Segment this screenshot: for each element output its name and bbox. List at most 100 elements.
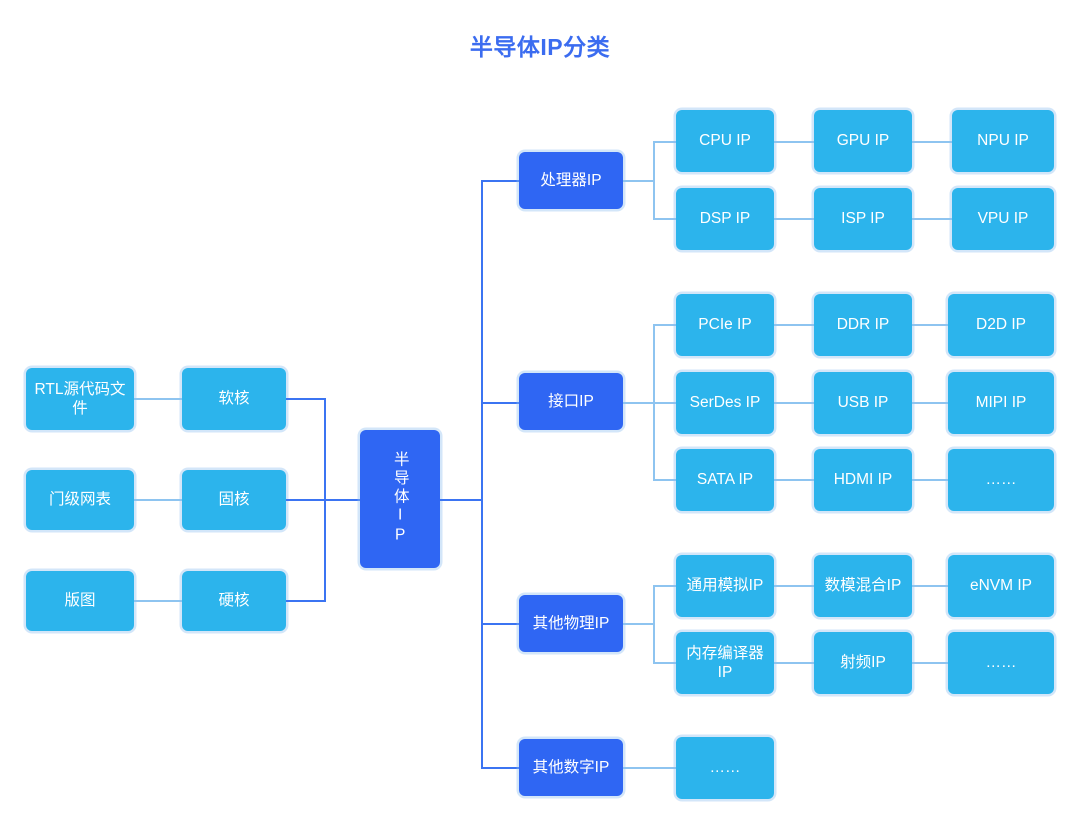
connector-right-trunk-vertical	[481, 180, 483, 769]
node-label: 数模混合IP	[824, 577, 902, 595]
connector-serdes-usb	[774, 402, 814, 404]
node-source-netlist[interactable]: 门级网表	[26, 470, 134, 530]
node-label: GPU IP	[836, 132, 890, 150]
node-sata-ip[interactable]: SATA IP	[676, 449, 774, 511]
node-usb-ip[interactable]: USB IP	[814, 372, 912, 434]
node-isp-ip[interactable]: ISP IP	[814, 188, 912, 250]
node-digital-more[interactable]: ……	[676, 737, 774, 799]
node-source-layout[interactable]: 版图	[26, 571, 134, 631]
node-category-processor[interactable]: 处理器IP	[519, 152, 623, 209]
connector-pcie-ddr	[774, 324, 814, 326]
connector-processor-bracket	[653, 141, 655, 219]
connector-analog-mixed	[774, 585, 814, 587]
connector-source-core-3	[134, 600, 182, 602]
node-mixed-signal-ip[interactable]: 数模混合IP	[814, 555, 912, 617]
connector-root-trunk-right	[440, 499, 482, 501]
node-label: CPU IP	[699, 132, 751, 150]
node-label: ……	[709, 759, 741, 777]
connector-trunk-processor	[481, 180, 519, 182]
node-label: 射频IP	[840, 654, 886, 672]
node-label: USB IP	[837, 394, 889, 412]
node-label: 版图	[64, 592, 96, 610]
connector-cpu-gpu	[774, 141, 814, 143]
connector-isp-vpu	[912, 218, 952, 220]
connector-sata-hdmi	[774, 479, 814, 481]
node-label: SATA IP	[696, 471, 754, 489]
connector-physical-stub	[623, 623, 654, 625]
connector-core-trunk-1	[286, 398, 326, 400]
node-label: ……	[985, 471, 1017, 489]
node-pcie-ip[interactable]: PCIe IP	[676, 294, 774, 356]
node-core-soft[interactable]: 软核	[182, 368, 286, 430]
node-label: MIPI IP	[975, 394, 1027, 412]
node-ddr-ip[interactable]: DDR IP	[814, 294, 912, 356]
connector-physical-bracket	[653, 585, 655, 663]
node-label: 软核	[218, 390, 250, 408]
connector-digital-more	[623, 767, 676, 769]
connector-interface-row-2	[653, 402, 676, 404]
node-analog-ip[interactable]: 通用模拟IP	[676, 555, 774, 617]
node-label: 门级网表	[48, 491, 111, 509]
node-gpu-ip[interactable]: GPU IP	[814, 110, 912, 172]
node-label: RTL源代码文件	[34, 380, 126, 417]
node-serdes-ip[interactable]: SerDes IP	[676, 372, 774, 434]
node-dsp-ip[interactable]: DSP IP	[676, 188, 774, 250]
connector-interface-row-1	[653, 324, 676, 326]
connector-usb-mipi	[912, 402, 948, 404]
node-label: ……	[985, 654, 1017, 672]
node-label: NPU IP	[977, 132, 1029, 150]
node-label: VPU IP	[977, 210, 1029, 228]
node-mipi-ip[interactable]: MIPI IP	[948, 372, 1054, 434]
connector-processor-stub	[623, 180, 654, 182]
node-category-digital[interactable]: 其他数字IP	[519, 739, 623, 796]
node-label: 处理器IP	[540, 171, 602, 189]
node-label: HDMI IP	[833, 471, 893, 489]
node-label: D2D IP	[976, 316, 1026, 334]
connector-interface-stub	[623, 402, 654, 404]
connector-source-core-2	[134, 499, 182, 501]
node-npu-ip[interactable]: NPU IP	[952, 110, 1054, 172]
connector-source-core-1	[134, 398, 182, 400]
node-vpu-ip[interactable]: VPU IP	[952, 188, 1054, 250]
connector-mixed-envm	[912, 585, 948, 587]
node-d2d-ip[interactable]: D2D IP	[948, 294, 1054, 356]
node-hdmi-ip[interactable]: HDMI IP	[814, 449, 912, 511]
node-label: 通用模拟IP	[686, 577, 764, 595]
connector-ddr-d2d	[912, 324, 948, 326]
node-core-firm[interactable]: 固核	[182, 470, 286, 530]
connector-dsp-isp	[774, 218, 814, 220]
connector-trunk-root-left	[324, 499, 360, 501]
connector-processor-row-2	[653, 218, 676, 220]
node-interface-more[interactable]: ……	[948, 449, 1054, 511]
node-label: PCIe IP	[698, 316, 752, 334]
connector-trunk-digital	[481, 767, 519, 769]
node-label: 其他物理IP	[532, 614, 610, 632]
node-label: 固核	[218, 491, 250, 509]
node-rf-ip[interactable]: 射频IP	[814, 632, 912, 694]
connector-physical-row-2	[653, 662, 676, 664]
node-label: ISP IP	[841, 210, 885, 228]
connector-gpu-npu	[912, 141, 952, 143]
node-label: SerDes IP	[689, 394, 761, 412]
node-physical-more[interactable]: ……	[948, 632, 1054, 694]
node-source-rtl[interactable]: RTL源代码文件	[26, 368, 134, 430]
node-label: 半导体IP	[391, 451, 409, 547]
connector-physical-row-1	[653, 585, 676, 587]
node-category-interface[interactable]: 接口IP	[519, 373, 623, 430]
node-root-semiconductor-ip[interactable]: 半导体IP	[360, 430, 440, 568]
node-memory-compiler-ip[interactable]: 内存编译器IP	[676, 632, 774, 694]
connector-trunk-interface	[481, 402, 519, 404]
node-category-physical[interactable]: 其他物理IP	[519, 595, 623, 652]
node-cpu-ip[interactable]: CPU IP	[676, 110, 774, 172]
connector-memory-rf	[774, 662, 814, 664]
connector-hdmi-more	[912, 479, 948, 481]
page-title: 半导体IP分类	[469, 34, 611, 60]
node-core-hard[interactable]: 硬核	[182, 571, 286, 631]
node-label: 内存编译器IP	[686, 644, 764, 681]
node-label: eNVM IP	[969, 577, 1032, 595]
node-envm-ip[interactable]: eNVM IP	[948, 555, 1054, 617]
node-label: 硬核	[218, 592, 250, 610]
node-label: DDR IP	[836, 316, 890, 334]
connector-core-trunk-2	[286, 499, 326, 501]
